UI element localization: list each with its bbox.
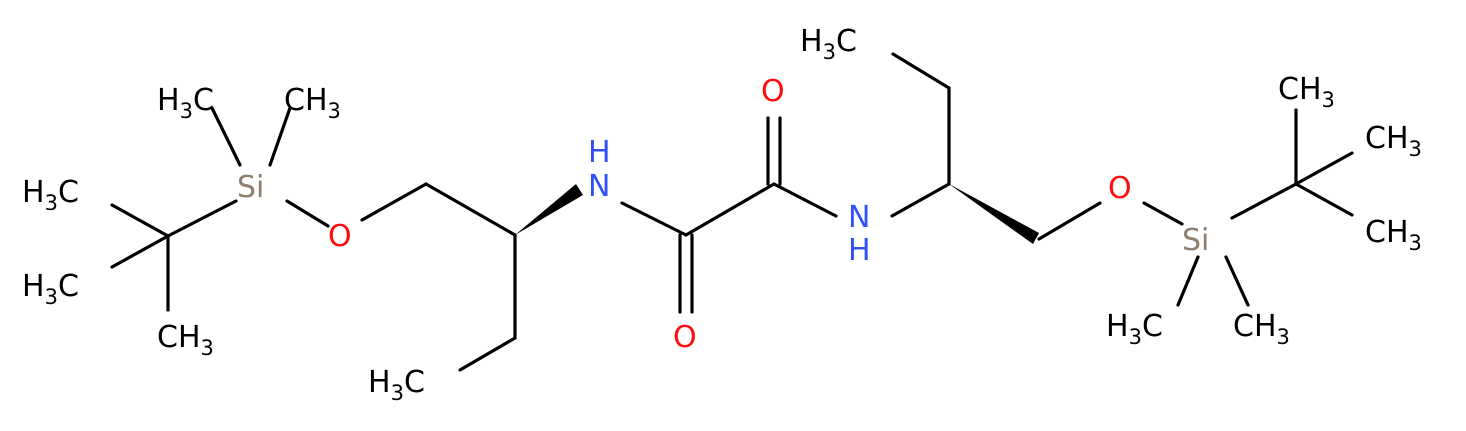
atom-label-left-nh-nitrogen: N [588, 169, 610, 204]
bonds-left [110, 106, 688, 372]
atom-label-right-methyl-bottom-left: H3C [1106, 309, 1163, 349]
atom-label-left-methyl-bottom: CH3 [157, 320, 214, 360]
bond-si-tertbutyl [1230, 182, 1298, 220]
bond-tbu-methyl-lower [1294, 182, 1354, 217]
bond-ethyl-ch2-ch3 [458, 336, 517, 372]
atom-label-carbonyl-oxygen-bottom: O [673, 320, 697, 355]
bonds-center [678, 116, 838, 314]
atom-label-left-methyl-top-left: H3C [157, 83, 214, 123]
bond-ch2-chiral-c [424, 182, 517, 237]
atom-label-left-ether-oxygen: O [328, 219, 352, 254]
atom-label-right-silicon: Si [1182, 223, 1209, 258]
atom-label-right-nh-hydrogen: H [848, 233, 871, 268]
bond-nh-chiral-c [890, 182, 951, 218]
bond-tbu-methyl-upper [1294, 151, 1354, 186]
atom-label-right-methyl-top: CH3 [1278, 72, 1335, 112]
wedge-bond-right-chiral [949, 184, 1039, 244]
bond-si-methyl-upper-left [210, 106, 242, 167]
atom-label-left-silicon: Si [237, 170, 264, 205]
atom-label-right-nh-nitrogen: N [848, 200, 870, 235]
bond-ch2-oxygen [1037, 201, 1102, 241]
bonds-right [890, 52, 1354, 307]
atom-label-right-methyl-bottom-right: CH3 [1233, 309, 1290, 349]
bond-tbu-methyl-lower [110, 234, 170, 269]
atom-label-right-methyl-right-upper: CH3 [1365, 121, 1422, 161]
atom-label-right-ethyl-methyl: H3C [800, 24, 857, 64]
wedge-bond-left-chiral [515, 184, 583, 235]
bond-si-methyl-upper-right [268, 106, 292, 167]
atom-label-left-methyl-left-lower: H3C [22, 269, 79, 309]
atom-label-carbonyl-oxygen-top: O [761, 74, 785, 109]
bond-si-methyl-lower-right [1224, 255, 1250, 307]
bond-si-methyl-lower-left [1176, 255, 1200, 307]
bond-tbu-methyl-upper [110, 203, 170, 238]
bond-oxygen-ch2 [360, 182, 428, 222]
bond-si-oxygen [285, 199, 330, 228]
bond-si-tertbutyl [166, 199, 238, 238]
bond-ethyl-ch2-ch3 [891, 52, 951, 90]
atom-label-left-ethyl-methyl: H3C [368, 365, 425, 405]
atom-label-left-methyl-left-upper: H3C [22, 175, 79, 215]
atom-label-left-methyl-top-right: CH3 [284, 83, 341, 123]
atom-label-right-ether-oxygen: O [1108, 171, 1132, 206]
atom-label-left-nh-hydrogen: H [588, 135, 611, 170]
bond-nh-carbonyl [620, 201, 688, 237]
bond-carbonyl-nh [772, 182, 838, 218]
bond-carbonyl-c-c [684, 182, 776, 237]
bond-oxygen-si [1142, 201, 1184, 226]
atom-label-right-methyl-right-lower: CH3 [1365, 215, 1422, 255]
